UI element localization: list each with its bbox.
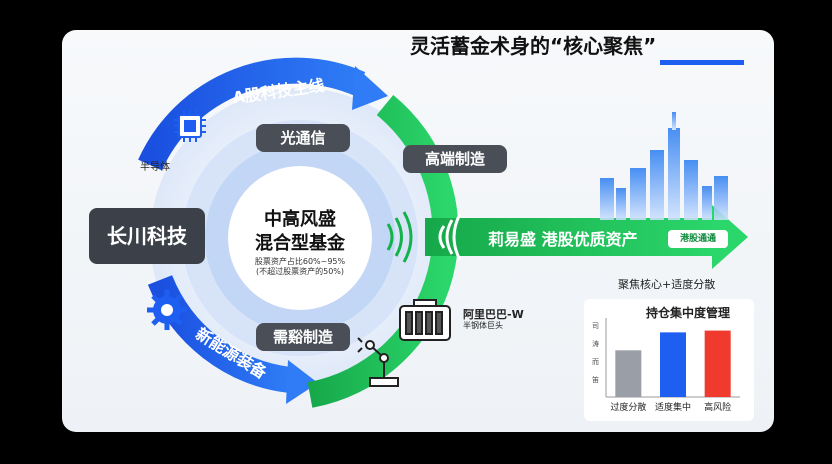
pill-bottom-manufacturing: 需谿制造 <box>256 323 350 351</box>
chart-title: 持仓集中度管理 <box>646 306 731 320</box>
gear-icon <box>147 290 187 330</box>
fund-risk-title: 中高风盛 <box>264 209 336 230</box>
company-box-changchuan: 长川科技 <box>89 208 205 264</box>
blue-arrowhead-top <box>352 66 388 110</box>
fund-type-title: 混合型基金 <box>255 233 345 254</box>
semiconductor-label: 半导体 <box>140 162 170 173</box>
pill-optical-comm: 光通信 <box>256 124 350 152</box>
green-arrow-body <box>425 218 715 256</box>
city-skyline <box>600 112 728 220</box>
chip-icon <box>174 110 206 142</box>
battery-pack-icon <box>399 299 451 341</box>
title-underline <box>660 60 744 65</box>
robot-arm-icon <box>357 337 399 387</box>
alibaba-label: 阿里巴巴-W <box>463 308 524 321</box>
alibaba-sub-label: 半钢体巨头 <box>463 321 503 330</box>
pill-high-end-manufacturing: 高端制造 <box>403 145 507 173</box>
blue-arc-top <box>138 57 366 171</box>
core-circle <box>228 166 372 310</box>
green-arrowhead <box>712 205 748 269</box>
green-arrow-label: 莉易盛 港股优质资产 <box>488 230 638 249</box>
signal-waves-left <box>386 211 413 263</box>
fund-limit-note: (不超过股票资产的50%) <box>255 267 345 276</box>
hk-connect-tag: 港股通通 <box>668 230 728 248</box>
signal-waves-right <box>438 213 462 261</box>
fund-equity-note: 股票资产占比60%~95% <box>254 257 346 266</box>
page-title: 灵活蓄金术身的“核心聚焦” <box>410 34 657 58</box>
chart-panel-header: 聚焦核心+适度分散 <box>618 278 716 291</box>
blue-arrowhead-bottom <box>286 360 318 404</box>
